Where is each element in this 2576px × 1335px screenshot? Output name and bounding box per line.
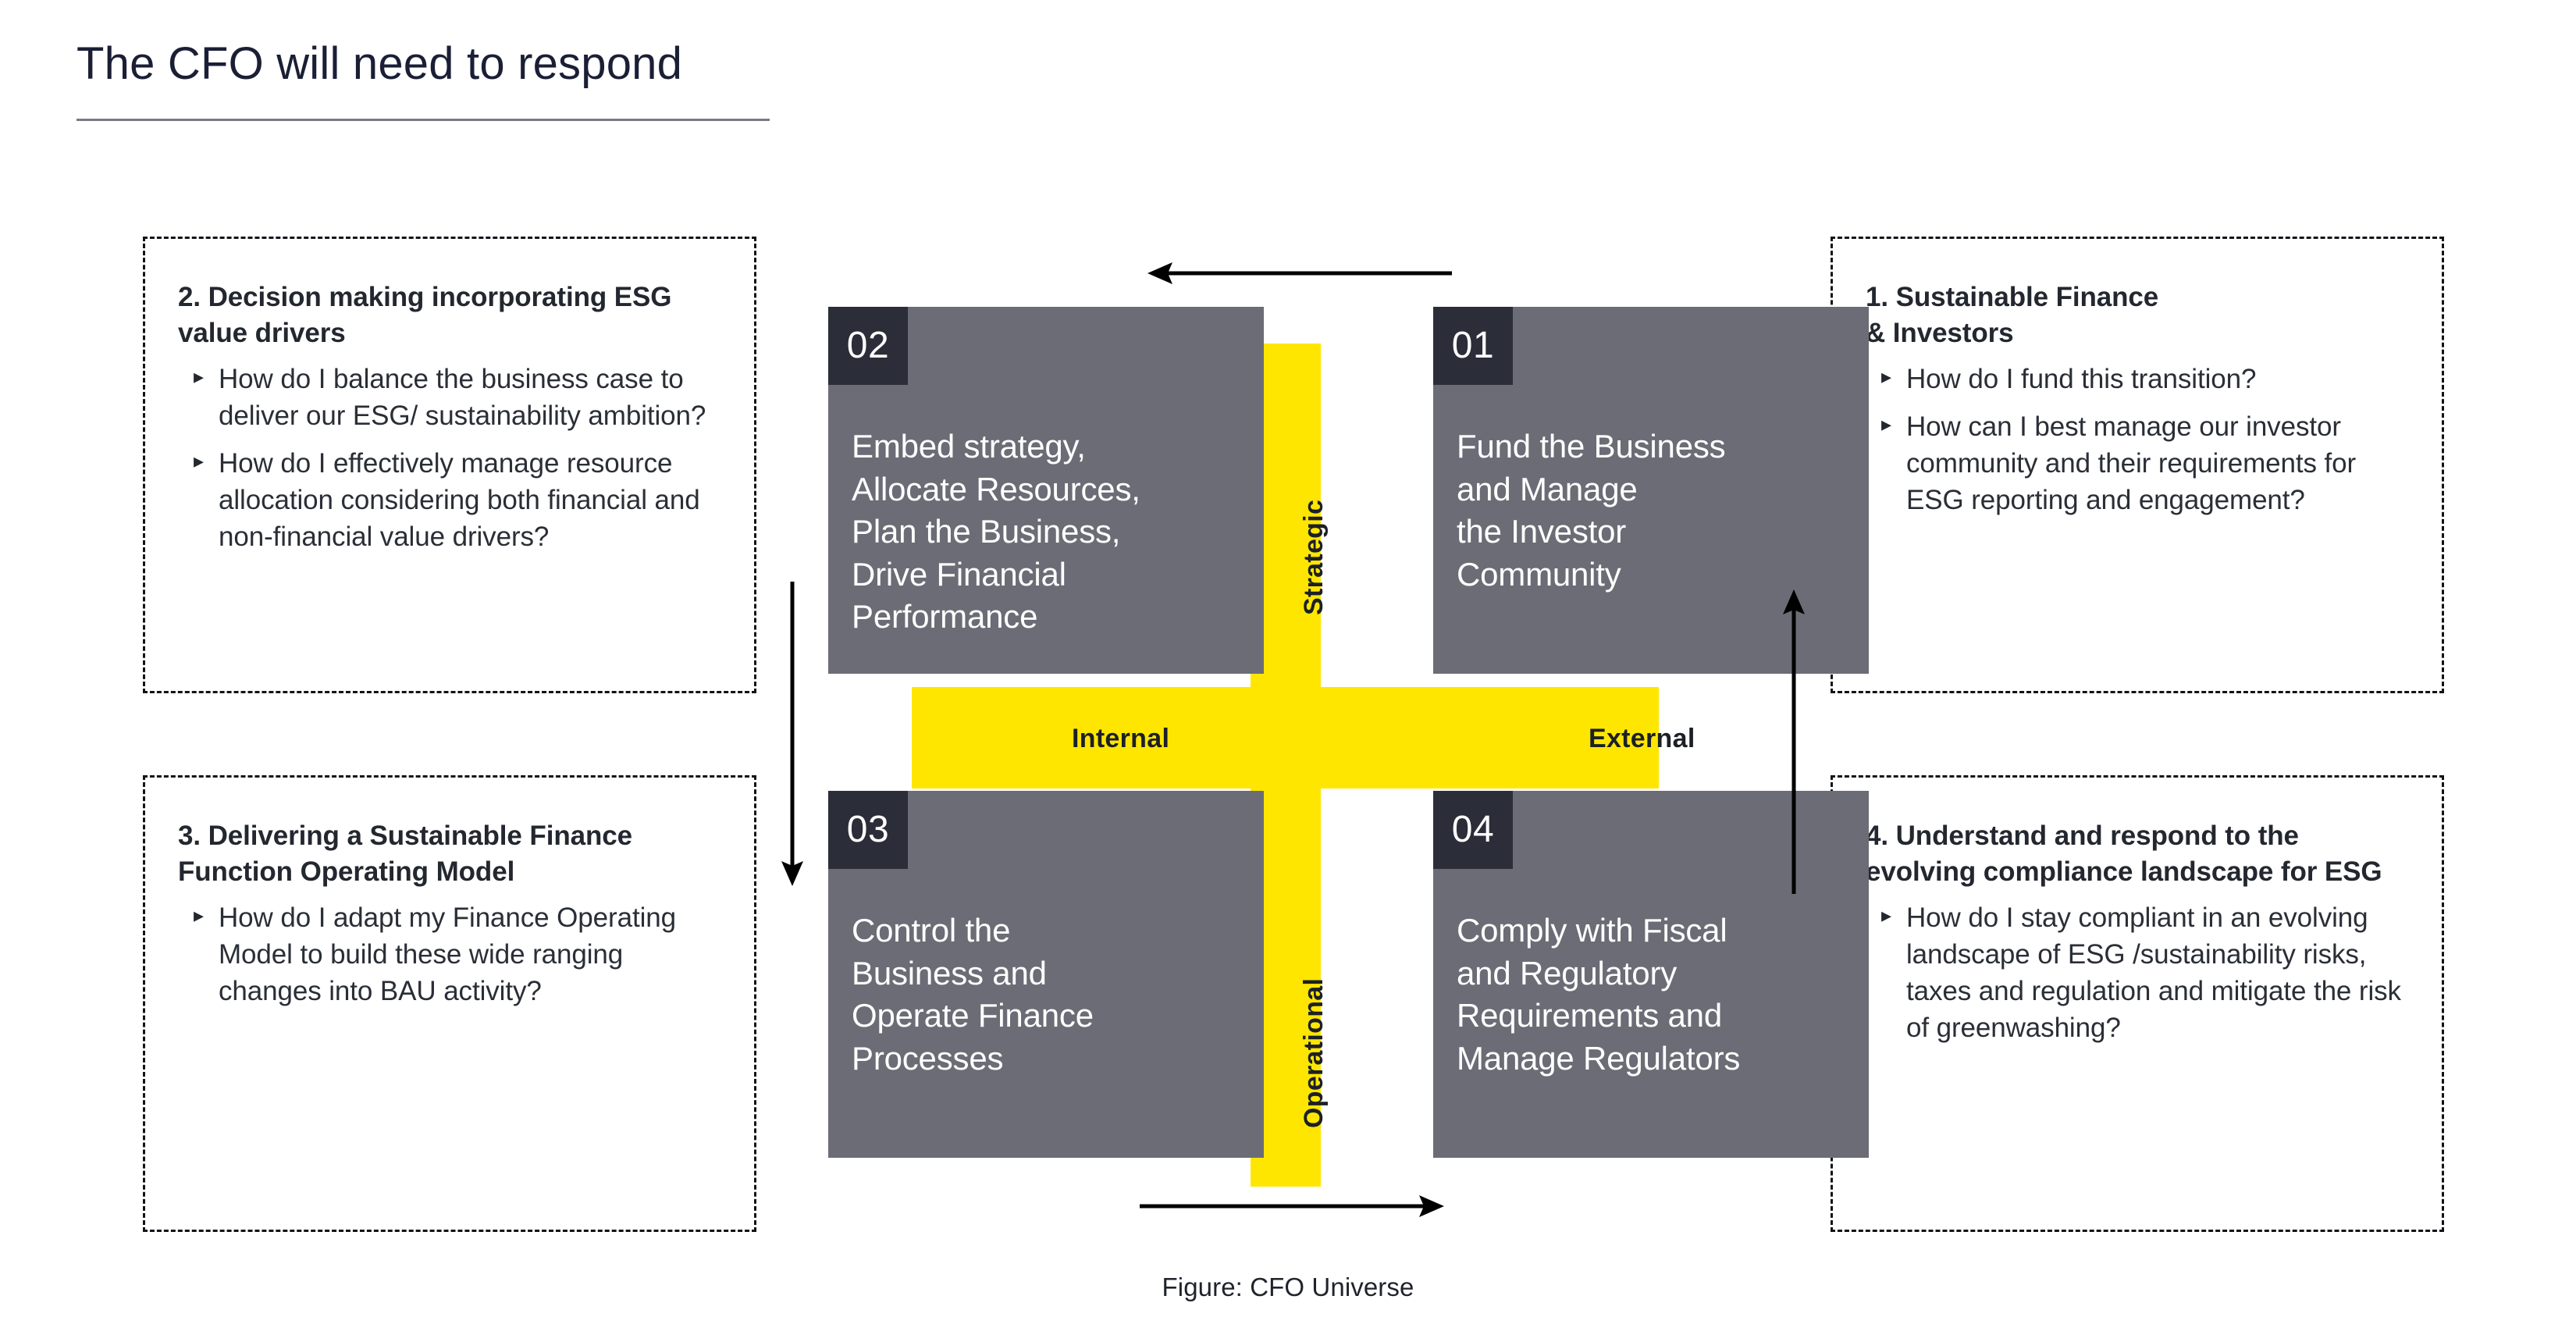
list-item: ▸ How do I adapt my Finance Operating Mod… bbox=[194, 900, 724, 1010]
callout-box-1: 1. Sustainable Finance & Investors ▸ How … bbox=[1831, 237, 2444, 693]
list-item-text: How can I best manage our investor commu… bbox=[1906, 411, 2357, 515]
callout-4-title: 4. Understand and respond to the evolvin… bbox=[1866, 821, 2382, 887]
arrow-down-icon bbox=[781, 582, 803, 886]
quadrant-01-badge: 01 bbox=[1433, 307, 1513, 385]
list-item: ▸ How do I stay compliant in an evolving … bbox=[1881, 900, 2412, 1047]
callout-3-title: 3. Delivering a Sustainable Finance Func… bbox=[178, 821, 632, 887]
quadrant-04[interactable]: 04 Comply with Fiscal and Regulatory Req… bbox=[1433, 791, 1869, 1158]
horizontal-axis-bar bbox=[912, 687, 1659, 789]
quadrant-04-text: Comply with Fiscal and Regulatory Requir… bbox=[1457, 912, 1741, 1077]
callout-1-title: 1. Sustainable Finance & Investors bbox=[1866, 282, 2159, 348]
cfo-universe-matrix: Strategic Operational Internal External … bbox=[781, 297, 1869, 1187]
quadrant-01-text: Fund the Business and Manage the Investo… bbox=[1457, 428, 1726, 593]
arrow-up-icon bbox=[1783, 589, 1805, 894]
callout-3-list: ▸ How do I adapt my Finance Operating Mod… bbox=[178, 900, 724, 1010]
list-item-text: How do I effectively manage resource all… bbox=[219, 447, 700, 552]
axis-label-internal: Internal bbox=[1072, 724, 1170, 753]
list-item-text: How do I fund this transition? bbox=[1906, 364, 2257, 394]
arrow-right-icon bbox=[1140, 1195, 1444, 1217]
callout-box-4: 4. Understand and respond to the evolvin… bbox=[1831, 775, 2444, 1232]
figure-caption: Figure: CFO Universe bbox=[1162, 1273, 1414, 1301]
callout-4-list: ▸ How do I stay compliant in an evolving … bbox=[1866, 900, 2412, 1047]
list-item-text: How do I stay compliant in an evolving l… bbox=[1906, 902, 2401, 1043]
triangle-bullet-icon: ▸ bbox=[1881, 903, 1891, 927]
callout-2-list: ▸ How do I balance the business case to d… bbox=[178, 361, 724, 555]
axis-label-external: External bbox=[1589, 724, 1695, 753]
triangle-bullet-icon: ▸ bbox=[194, 903, 204, 927]
list-item-text: How do I balance the business case to de… bbox=[219, 364, 706, 431]
triangle-bullet-icon: ▸ bbox=[194, 365, 204, 388]
list-item: ▸ How do I effectively manage resource al… bbox=[194, 446, 724, 556]
quadrant-04-badge: 04 bbox=[1433, 791, 1513, 869]
quadrant-03[interactable]: 03 Control the Business and Operate Fina… bbox=[828, 791, 1264, 1158]
callout-2-title: 2. Decision making incorporating ESG val… bbox=[178, 282, 672, 348]
triangle-bullet-icon: ▸ bbox=[1881, 365, 1891, 388]
quadrant-02-badge: 02 bbox=[828, 307, 908, 385]
arrow-left-icon bbox=[1147, 262, 1452, 284]
callout-box-3: 3. Delivering a Sustainable Finance Func… bbox=[143, 775, 756, 1232]
callout-box-2: 2. Decision making incorporating ESG val… bbox=[143, 237, 756, 693]
title-underline-rule bbox=[76, 119, 770, 121]
axis-label-operational: Operational bbox=[1299, 977, 1329, 1128]
page-title: The CFO will need to respond bbox=[76, 38, 683, 89]
list-item: ▸ How can I best manage our investor comm… bbox=[1881, 409, 2412, 519]
quadrant-02-text: Embed strategy, Allocate Resources, Plan… bbox=[852, 428, 1140, 635]
triangle-bullet-icon: ▸ bbox=[1881, 411, 1891, 436]
quadrant-03-badge: 03 bbox=[828, 791, 908, 869]
list-item: ▸ How do I balance the business case to d… bbox=[194, 361, 724, 435]
list-item-text: How do I adapt my Finance Operating Mode… bbox=[219, 902, 676, 1006]
quadrant-01[interactable]: 01 Fund the Business and Manage the Inve… bbox=[1433, 307, 1869, 674]
triangle-bullet-icon: ▸ bbox=[194, 448, 204, 472]
quadrant-03-text: Control the Business and Operate Finance… bbox=[852, 912, 1094, 1077]
quadrant-02[interactable]: 02 Embed strategy, Allocate Resources, P… bbox=[828, 307, 1264, 674]
list-item: ▸ How do I fund this transition? bbox=[1881, 361, 2412, 398]
callout-1-list: ▸ How do I fund this transition? ▸ How can… bbox=[1866, 361, 2412, 519]
axis-label-strategic: Strategic bbox=[1299, 499, 1329, 615]
